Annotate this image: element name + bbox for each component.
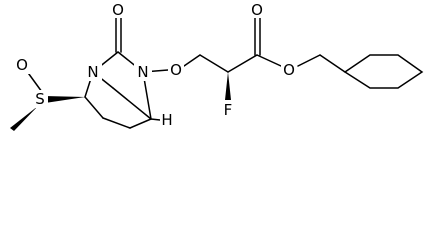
bond-o-ch2 xyxy=(183,54,201,67)
bridge-nitrogen-label: N xyxy=(87,63,98,81)
ester-carbonyl-oxygen-atom: O xyxy=(249,1,265,19)
bond-bridge-c6 xyxy=(112,87,152,120)
bond-ester-c-o-single xyxy=(256,54,282,67)
bond-o-ch2-cy xyxy=(297,54,321,67)
n-oxy-nitrogen-atom: N xyxy=(134,63,152,81)
bond-c5-c6 xyxy=(129,118,152,129)
ester-oxygen-atom: O xyxy=(281,61,297,79)
fluorine-atom: F xyxy=(220,101,236,119)
sulfur-atom: S xyxy=(32,90,48,108)
sulfoxide-oxygen-label: O xyxy=(16,56,28,74)
fluorine-label: F xyxy=(224,101,233,119)
wedge-bond-chf-f xyxy=(225,72,231,100)
sulfoxide-bonds xyxy=(10,69,85,131)
bond-ch2-cyclohexyl xyxy=(319,54,346,73)
cyclohexane-ring xyxy=(343,54,424,89)
ester-oxygen-label: O xyxy=(283,61,295,79)
bond-c3-c4 xyxy=(84,96,104,119)
bridgehead-hydrogen-label: H xyxy=(161,111,172,129)
sulfur-label: S xyxy=(35,90,45,108)
bond-c4-c5 xyxy=(102,117,131,129)
bridge-nitrogen-atom: N xyxy=(84,63,102,81)
carbonyl-oxygen-atom: O xyxy=(110,1,126,19)
atom-labels: O N N O O S H F xyxy=(14,1,297,129)
n-oxy-nitrogen-label: N xyxy=(137,63,148,81)
ester-carbonyl-oxygen-label: O xyxy=(251,1,263,19)
sulfoxide-oxygen-atom: O xyxy=(14,56,30,74)
wedge-bond-s-methyl xyxy=(10,106,38,131)
wedge-bond-c3-s xyxy=(44,96,85,103)
carbonyl-oxygen-label: O xyxy=(112,1,124,19)
ether-oxygen-label: O xyxy=(170,61,182,79)
bridgehead-hydrogen-atom: H xyxy=(160,111,174,129)
side-chain-bonds xyxy=(142,15,346,100)
bond-ch2-chf xyxy=(199,54,229,73)
bond-chf-c-ester xyxy=(227,54,258,73)
ether-oxygen-atom: O xyxy=(168,61,184,79)
bond-c6-h xyxy=(150,118,161,121)
chemical-structure: O N N O O S H F xyxy=(10,1,424,131)
